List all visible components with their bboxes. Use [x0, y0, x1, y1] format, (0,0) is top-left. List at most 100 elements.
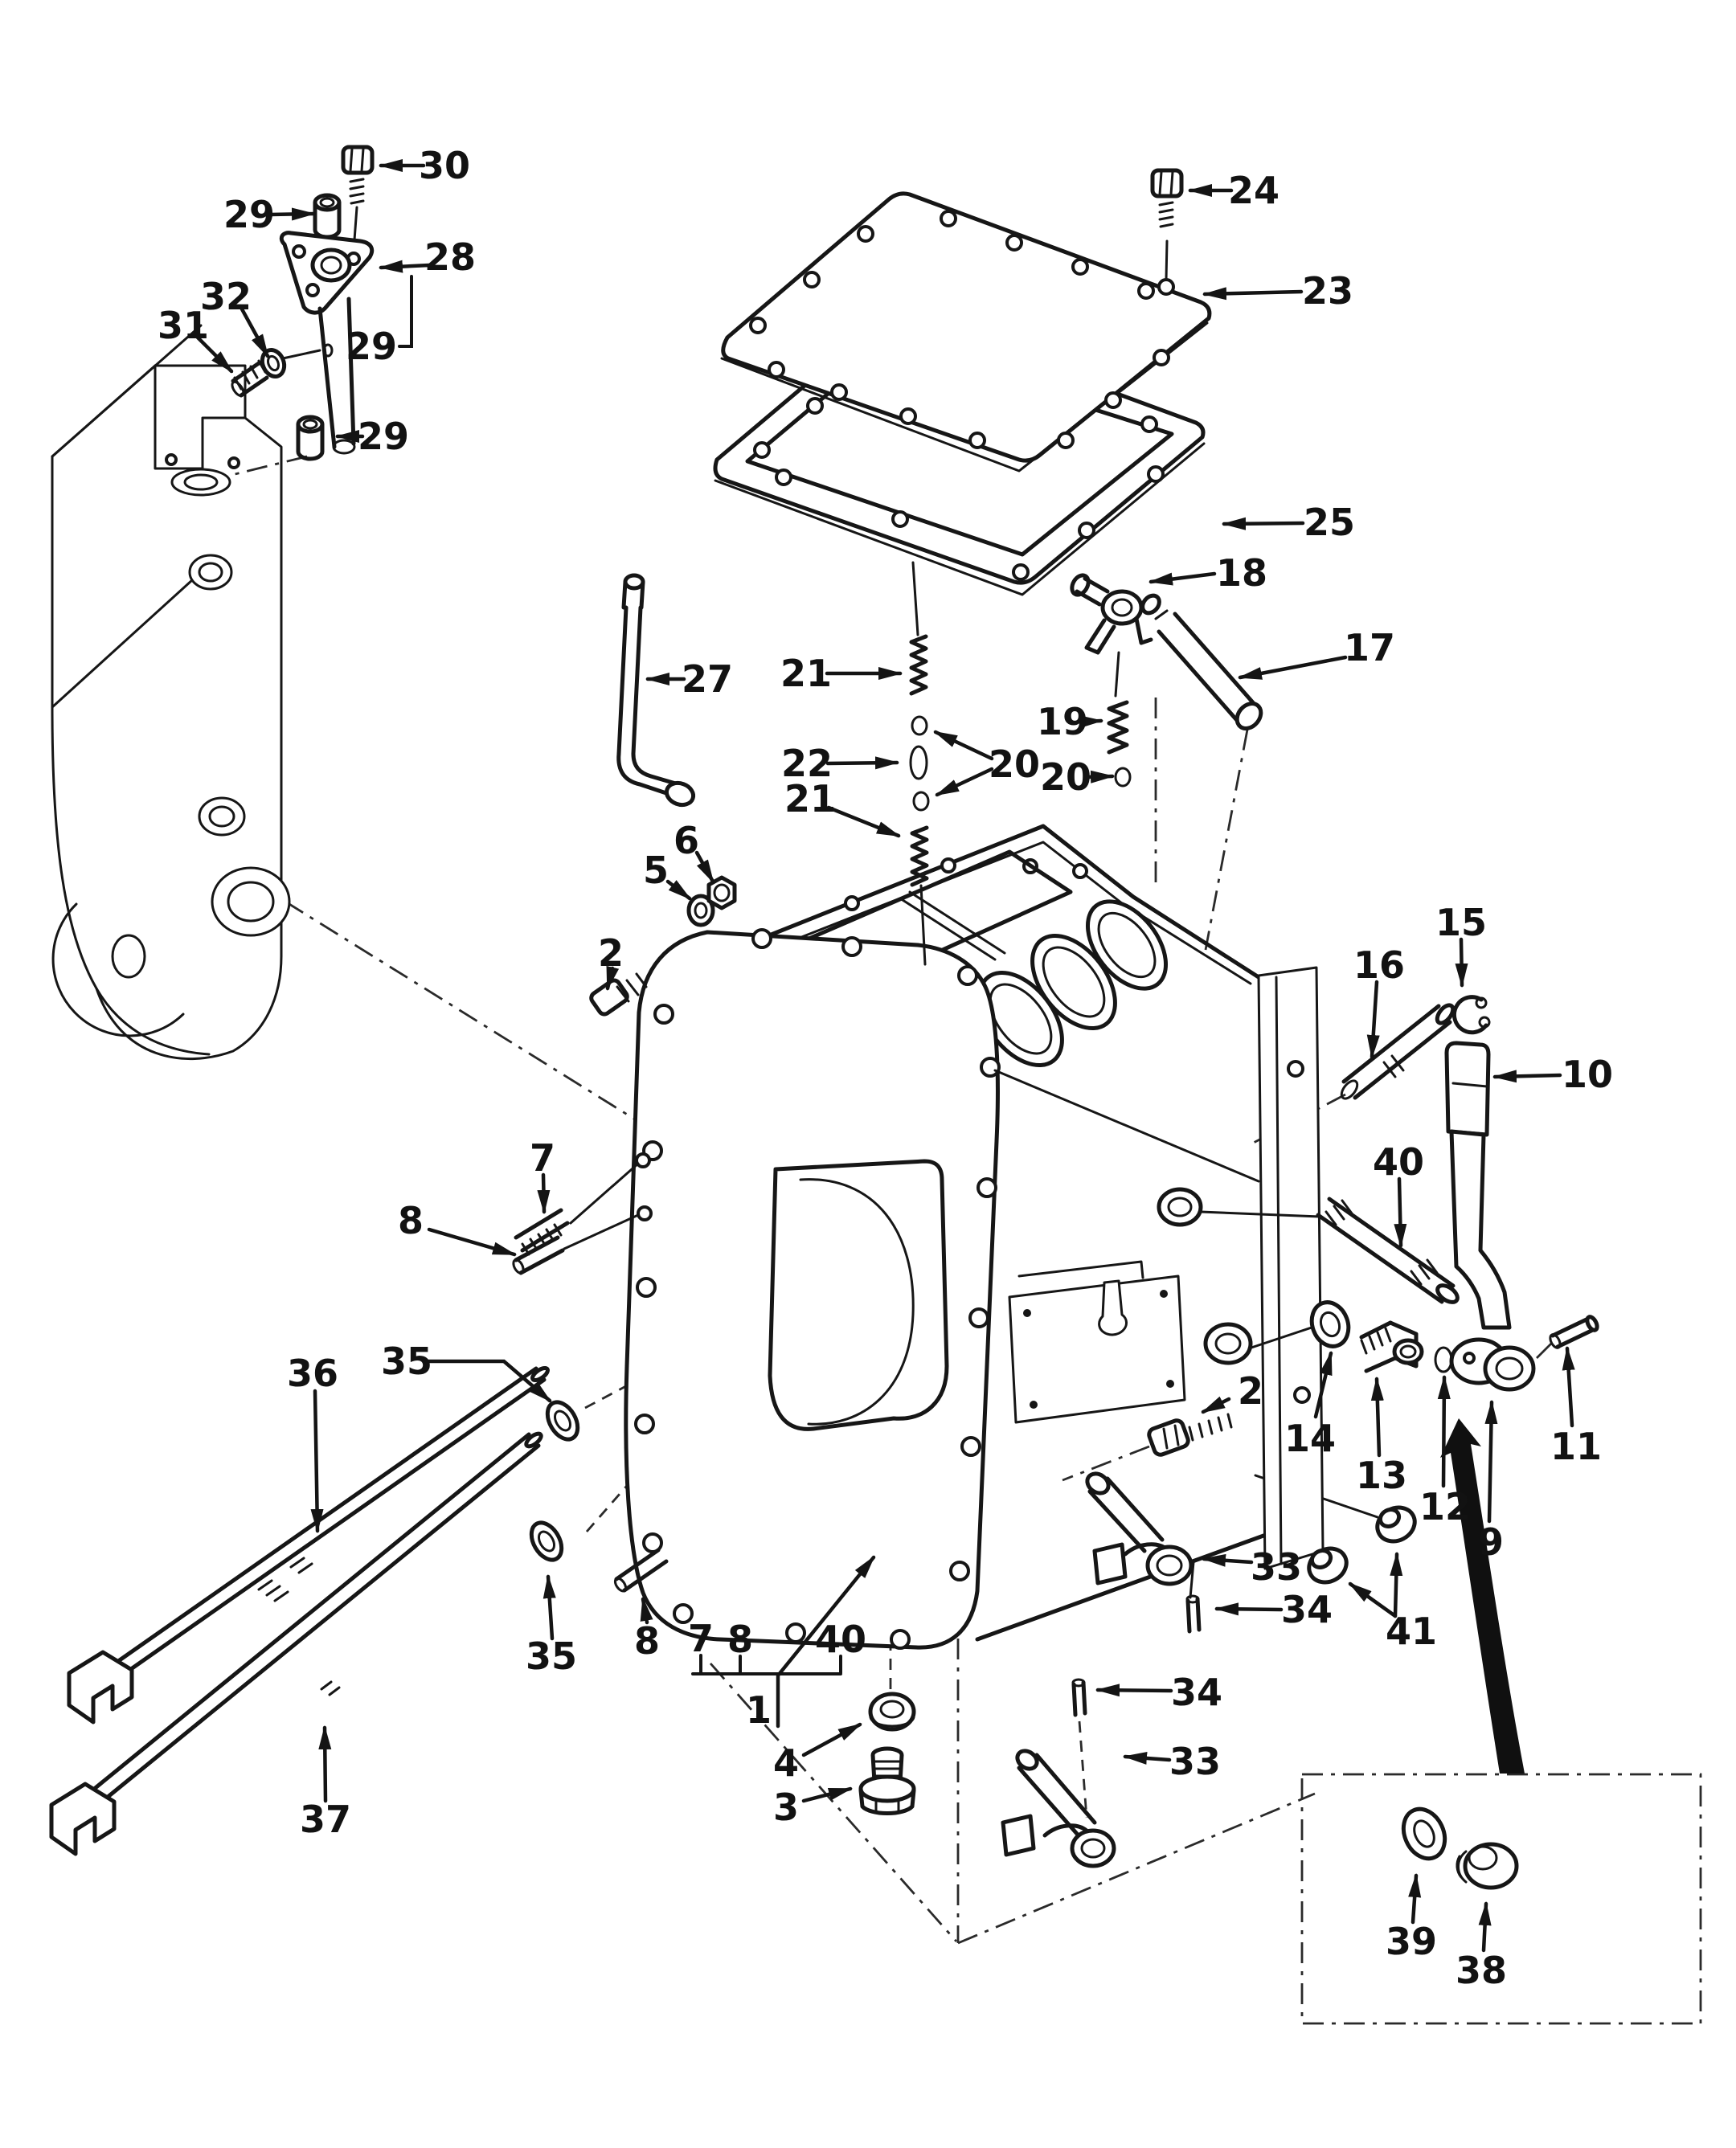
callout-6: 6 — [674, 819, 699, 862]
shift-rail-37 — [49, 1431, 543, 1856]
o-ring-12 — [1434, 1346, 1453, 1373]
callout-7-bracket: 7 — [688, 1617, 714, 1660]
callout-11: 11 — [1550, 1425, 1602, 1468]
callout-9: 9 — [1478, 1520, 1504, 1564]
callout-38: 38 — [1456, 1949, 1507, 1992]
ring-20-b — [912, 791, 930, 812]
callout-23: 23 — [1302, 269, 1353, 313]
detent-springs-and-rings — [909, 561, 1132, 966]
drain-washer-4 — [868, 1692, 916, 1732]
callout-34-lower: 34 — [1171, 1671, 1222, 1714]
stud-31 — [231, 359, 269, 398]
callout-35-lower: 35 — [526, 1635, 577, 1678]
shift-lever-10 — [1444, 1041, 1536, 1392]
tower-flange-28 — [279, 231, 375, 455]
callout-8-lower: 8 — [634, 1619, 660, 1663]
shift-shaft-40 — [1316, 1197, 1460, 1304]
cap-bolt-30 — [341, 145, 375, 252]
ring-20-a — [911, 715, 928, 736]
callout-21-lower: 21 — [784, 777, 836, 820]
drain-plug-38 — [1456, 1842, 1519, 1890]
callout-30: 30 — [419, 144, 470, 187]
shift-rail-36 — [67, 1365, 550, 1725]
callout-14: 14 — [1284, 1417, 1336, 1460]
bolt-2-right — [1147, 1413, 1233, 1457]
drain-plug-3 — [858, 1746, 916, 1816]
pivot-pin-11 — [1549, 1315, 1599, 1349]
callout-35-upper: 35 — [381, 1340, 432, 1383]
callout-13: 13 — [1356, 1454, 1407, 1497]
shift-fork-33-lower — [1001, 1749, 1116, 1868]
callout-39: 39 — [1386, 1920, 1437, 1963]
callout-28: 28 — [424, 235, 476, 279]
shifter-tower-assembly — [231, 145, 375, 461]
spring-21-lower — [910, 825, 929, 887]
callout-29-top: 29 — [223, 193, 275, 236]
callout-7: 7 — [530, 1136, 555, 1180]
roll-pin-16 — [1340, 1003, 1456, 1100]
snap-ring-15 — [1451, 995, 1491, 1035]
callout-33-lower: 33 — [1169, 1740, 1221, 1783]
callout-12: 12 — [1419, 1485, 1471, 1528]
callout-29-bottom: 29 — [358, 415, 409, 458]
callout-31: 31 — [158, 304, 209, 347]
spring-19 — [1107, 700, 1129, 755]
callout-16: 16 — [1353, 943, 1405, 987]
callout-2-left: 2 — [598, 931, 624, 975]
callout-8-bracket: 8 — [727, 1618, 753, 1661]
washer-32 — [260, 348, 321, 378]
top-cover-plate — [720, 191, 1212, 473]
callout-25: 25 — [1304, 501, 1355, 544]
callout-20-pair: 20 — [989, 743, 1040, 786]
callout-36: 36 — [287, 1352, 338, 1395]
callout-10: 10 — [1562, 1053, 1613, 1096]
callout-labels: 30 29 28 29 32 31 29 24 23 25 18 17 21 2… — [158, 144, 1613, 1992]
callout-20-right: 20 — [1040, 755, 1091, 799]
callout-3: 3 — [773, 1786, 799, 1829]
callout-21-upper: 21 — [780, 652, 832, 695]
nut-6 — [706, 875, 737, 910]
washer-14 — [1309, 1300, 1351, 1348]
inset-detail-box — [1300, 1773, 1702, 2025]
plug-washer-39 — [1401, 1806, 1447, 1861]
callout-41: 41 — [1386, 1610, 1437, 1653]
fork-pin-34-upper — [1185, 1561, 1202, 1634]
leader-lines — [195, 159, 1575, 1953]
callout-8-upper: 8 — [398, 1199, 424, 1242]
callout-22: 22 — [781, 742, 833, 785]
callout-5: 5 — [643, 849, 669, 892]
callout-37: 37 — [300, 1798, 351, 1841]
gear-lever-27 — [616, 573, 696, 808]
callout-40-right: 40 — [1373, 1140, 1424, 1184]
expansion-plugs-41 — [1307, 1505, 1417, 1585]
callout-40-bracket: 40 — [815, 1618, 866, 1661]
callout-24: 24 — [1228, 169, 1279, 212]
seal-washer-35-lower — [529, 1520, 564, 1562]
callout-4: 4 — [773, 1741, 799, 1785]
callout-19: 19 — [1037, 700, 1088, 743]
callout-2-right: 2 — [1238, 1369, 1263, 1413]
ring-22 — [909, 745, 928, 780]
callout-15: 15 — [1435, 901, 1487, 944]
washer-5 — [686, 894, 715, 927]
dowel-pin-8-lower — [613, 1548, 669, 1593]
ring-20-c — [1114, 767, 1132, 788]
bushing-29-top — [313, 193, 342, 239]
callout-1: 1 — [746, 1688, 772, 1732]
dowel-pin-8-upper — [512, 1213, 640, 1275]
callout-29-bracket: 29 — [346, 325, 397, 368]
callout-34-upper: 34 — [1281, 1588, 1333, 1631]
callout-17: 17 — [1344, 626, 1395, 669]
spring-21-upper — [909, 634, 928, 696]
callout-33-upper: 33 — [1251, 1545, 1302, 1589]
callout-18: 18 — [1216, 551, 1267, 595]
shift-fork-33-upper — [1085, 1471, 1194, 1586]
bushing-13 — [1359, 1320, 1424, 1373]
shift-fork-18 — [1070, 573, 1153, 655]
stud-7 — [514, 1162, 640, 1256]
clutch-housing-partial — [51, 324, 291, 1060]
fork-pin-34-lower — [1071, 1678, 1087, 1717]
transmission-case — [624, 824, 1325, 1650]
